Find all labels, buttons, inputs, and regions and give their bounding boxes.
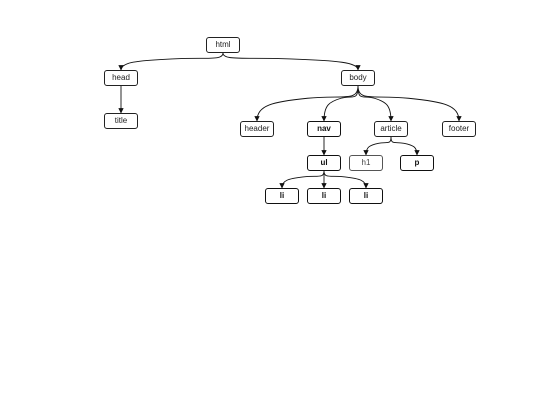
node-head-label: head (112, 73, 130, 82)
edge-article-to-p (390, 136, 420, 156)
node-article: article (374, 121, 408, 137)
node-title: title (104, 113, 138, 129)
edge-article-to-h1 (363, 136, 392, 156)
node-li-3: li (349, 188, 383, 204)
edge-html-to-body (222, 52, 361, 71)
node-html: html (206, 37, 240, 53)
edge-ul-to-li3 (323, 170, 369, 189)
node-li-2: li (307, 188, 341, 204)
node-h1-label: h1 (361, 158, 371, 167)
node-nav: nav (307, 121, 341, 137)
node-li-1-label: li (279, 191, 285, 200)
node-ul: ul (307, 155, 341, 171)
edge-body-to-article (357, 85, 394, 122)
node-footer-label: footer (448, 124, 470, 133)
edge-body-to-footer (357, 85, 462, 122)
node-ul-label: ul (320, 158, 328, 167)
node-footer: footer (442, 121, 476, 137)
node-body: body (341, 70, 375, 86)
node-header: header (240, 121, 274, 137)
node-article-label: article (380, 124, 402, 133)
edge-body-to-header (254, 85, 359, 122)
node-p-label: p (414, 158, 420, 167)
edge-body-to-nav (321, 85, 359, 122)
edge-html-to-head (118, 52, 224, 71)
node-li-2-label: li (321, 191, 327, 200)
node-head: head (104, 70, 138, 86)
node-li-3-label: li (363, 191, 369, 200)
edge-ul-to-li1 (279, 170, 325, 189)
node-html-label: html (215, 40, 231, 49)
node-h1: h1 (349, 155, 383, 171)
node-li-1: li (265, 188, 299, 204)
node-title-label: title (114, 116, 128, 125)
node-header-label: header (244, 124, 270, 133)
node-nav-label: nav (317, 124, 331, 133)
node-p: p (400, 155, 434, 171)
node-body-label: body (349, 73, 367, 82)
